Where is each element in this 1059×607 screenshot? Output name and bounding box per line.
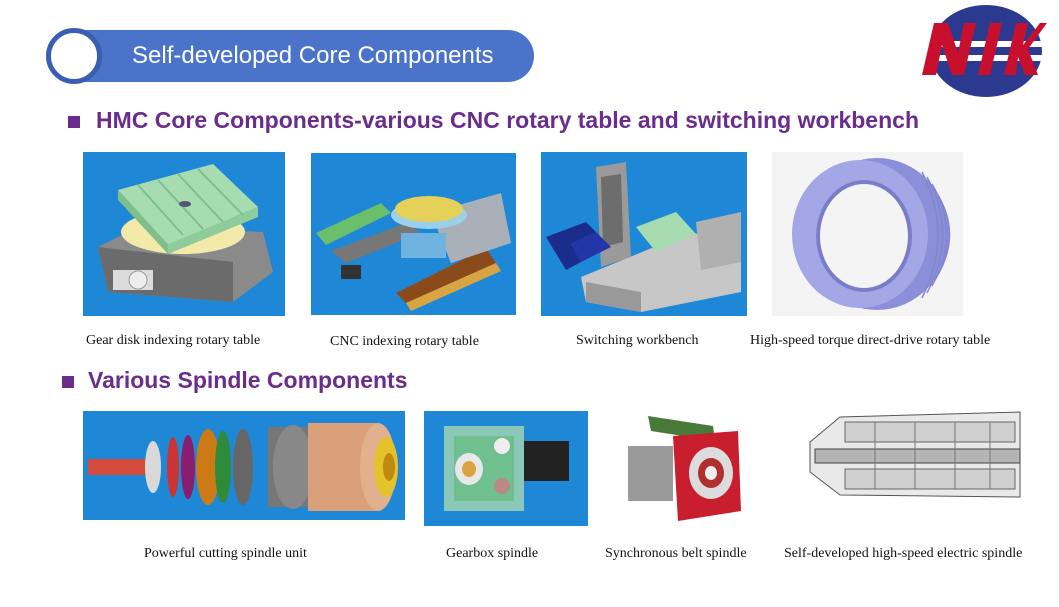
- belt-spindle-drawing: [628, 416, 741, 521]
- cnc-indexing-rotary-table-drawing: [316, 193, 511, 311]
- section-banner: [46, 30, 534, 82]
- synchronous-belt-spindle-image: [623, 411, 743, 527]
- cutting-spindle-drawing: [88, 423, 398, 511]
- caption-switching-workbench: Switching workbench: [576, 333, 699, 348]
- caption-cutting-spindle-unit: Powerful cutting spindle unit: [144, 546, 307, 561]
- gearbox-spindle-image: [424, 411, 588, 526]
- banner-circle-icon: [46, 28, 102, 84]
- section2-bullet-icon: [62, 376, 74, 388]
- section1-title: HMC Core Components-various CNC rotary t…: [96, 107, 919, 133]
- section1-bullet-icon: [68, 116, 80, 128]
- gearbox-spindle-drawing: [444, 426, 569, 511]
- cutting-spindle-unit-image: [83, 411, 405, 520]
- caption-gearbox-spindle: Gearbox spindle: [446, 546, 539, 561]
- gear-disk-rotary-table-drawing: [98, 164, 273, 302]
- company-logo-icon: [912, 5, 1047, 97]
- gear-disk-rotary-table-image: [83, 152, 285, 316]
- switching-workbench-drawing: [546, 162, 741, 312]
- caption-gear-disk-rotary-table: Gear disk indexing rotary table: [86, 333, 261, 348]
- cnc-indexing-rotary-table-image: [311, 153, 516, 315]
- switching-workbench-image: [541, 152, 747, 316]
- electric-spindle-image: [805, 397, 1030, 513]
- direct-drive-ring-drawing: [792, 158, 951, 310]
- caption-electric-spindle: Self-developed high-speed electric spind…: [784, 546, 1023, 561]
- direct-drive-rotary-table-image: [772, 152, 963, 316]
- caption-synchronous-belt-spindle: Synchronous belt spindle: [605, 546, 747, 561]
- electric-spindle-drawing: [809, 411, 1021, 498]
- section2-title: Various Spindle Components: [88, 367, 408, 393]
- caption-direct-drive-rotary-table: High-speed torque direct-drive rotary ta…: [750, 333, 991, 348]
- banner-title: Self-developed Core Components: [132, 42, 494, 69]
- caption-cnc-indexing-rotary-table: CNC indexing rotary table: [330, 334, 479, 349]
